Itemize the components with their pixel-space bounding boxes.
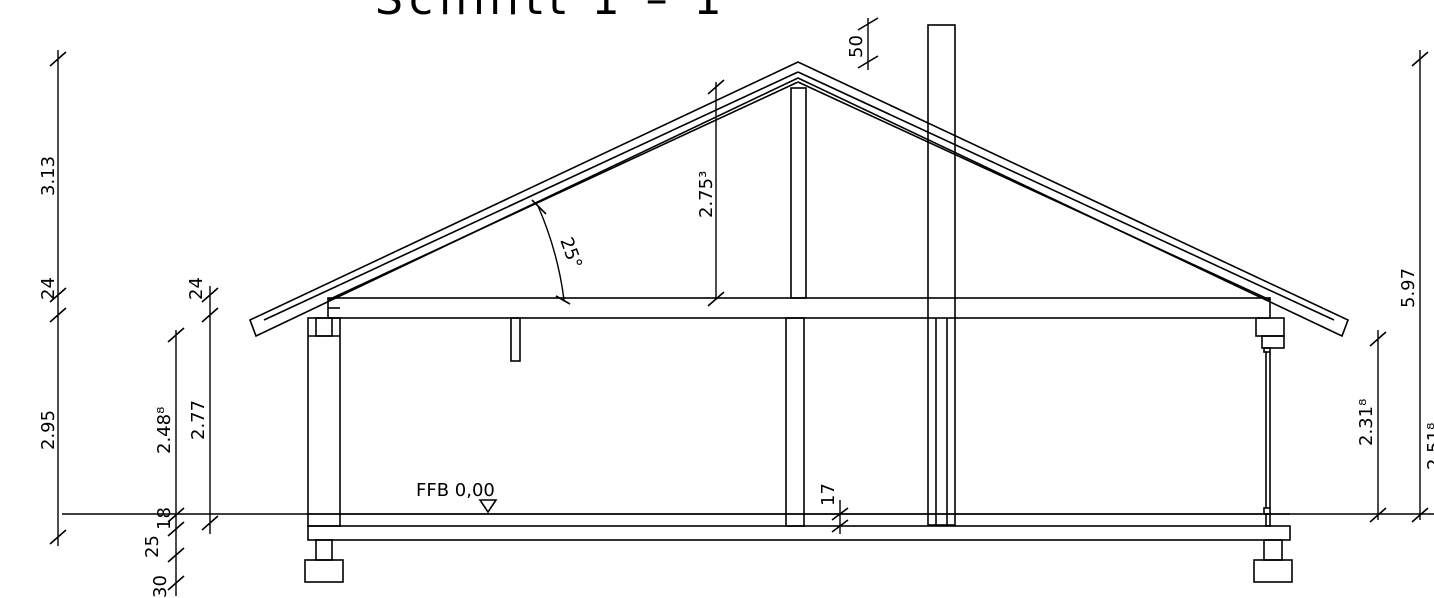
left-outer-dimension-chain: 3.13 24 2.95 bbox=[38, 50, 67, 546]
roof bbox=[248, 61, 1350, 338]
center-height-dimension: 2.75³ bbox=[696, 79, 725, 307]
left-dim-3-13: 3.13 bbox=[38, 156, 59, 196]
floor-slab-dimension: 17 bbox=[818, 483, 849, 534]
right-total-dimension: 5.97 2.51⁸ bbox=[1398, 50, 1434, 523]
center-height-label: 2.75³ bbox=[696, 171, 717, 218]
left-dim-24: 24 bbox=[38, 277, 59, 300]
floor-level-marker: FFB 0,00 bbox=[416, 480, 498, 514]
left-dim-30: 30 bbox=[150, 575, 171, 598]
floor-slab-label: 17 bbox=[818, 483, 839, 506]
ceiling-beam bbox=[327, 297, 1271, 319]
left-dim-2-77: 2.77 bbox=[188, 400, 209, 440]
left-dim-25: 25 bbox=[142, 535, 163, 558]
left-dim-2-48: 2.48⁸ bbox=[154, 407, 175, 454]
roof-angle-arc: 25° bbox=[531, 199, 586, 305]
ceiling-pendant bbox=[510, 317, 521, 362]
right-dim-5-97: 5.97 bbox=[1398, 268, 1419, 308]
floor-level-label: FFB 0,00 bbox=[416, 480, 495, 501]
interior-wall bbox=[785, 317, 805, 527]
chimney bbox=[927, 24, 956, 526]
left-dim-24-inner: 24 bbox=[186, 277, 207, 300]
floor-slab bbox=[307, 513, 1291, 541]
section-title: Schnitt 1 – 1 bbox=[375, 0, 728, 25]
roof-angle-label: 25° bbox=[555, 235, 586, 272]
right-window-dimension: 2.31⁸ bbox=[1356, 330, 1387, 523]
left-inner-dimension-chain: 2.48⁸ 18 25 30 2.77 24 bbox=[142, 277, 219, 598]
left-dim-2-95: 2.95 bbox=[38, 410, 59, 450]
right-dim-2-31: 2.31⁸ bbox=[1356, 399, 1377, 446]
foundation-left bbox=[304, 539, 344, 583]
foundation-right bbox=[1253, 539, 1293, 583]
chimney-top-label: 50 bbox=[846, 35, 867, 58]
left-wall bbox=[307, 317, 341, 527]
chimney-top-dimension: 50 bbox=[846, 17, 879, 70]
right-wall bbox=[1255, 317, 1285, 527]
right-dim-2-51: 2.51⁸ bbox=[1424, 423, 1434, 470]
left-dim-18: 18 bbox=[154, 507, 175, 530]
king-post bbox=[790, 87, 807, 299]
